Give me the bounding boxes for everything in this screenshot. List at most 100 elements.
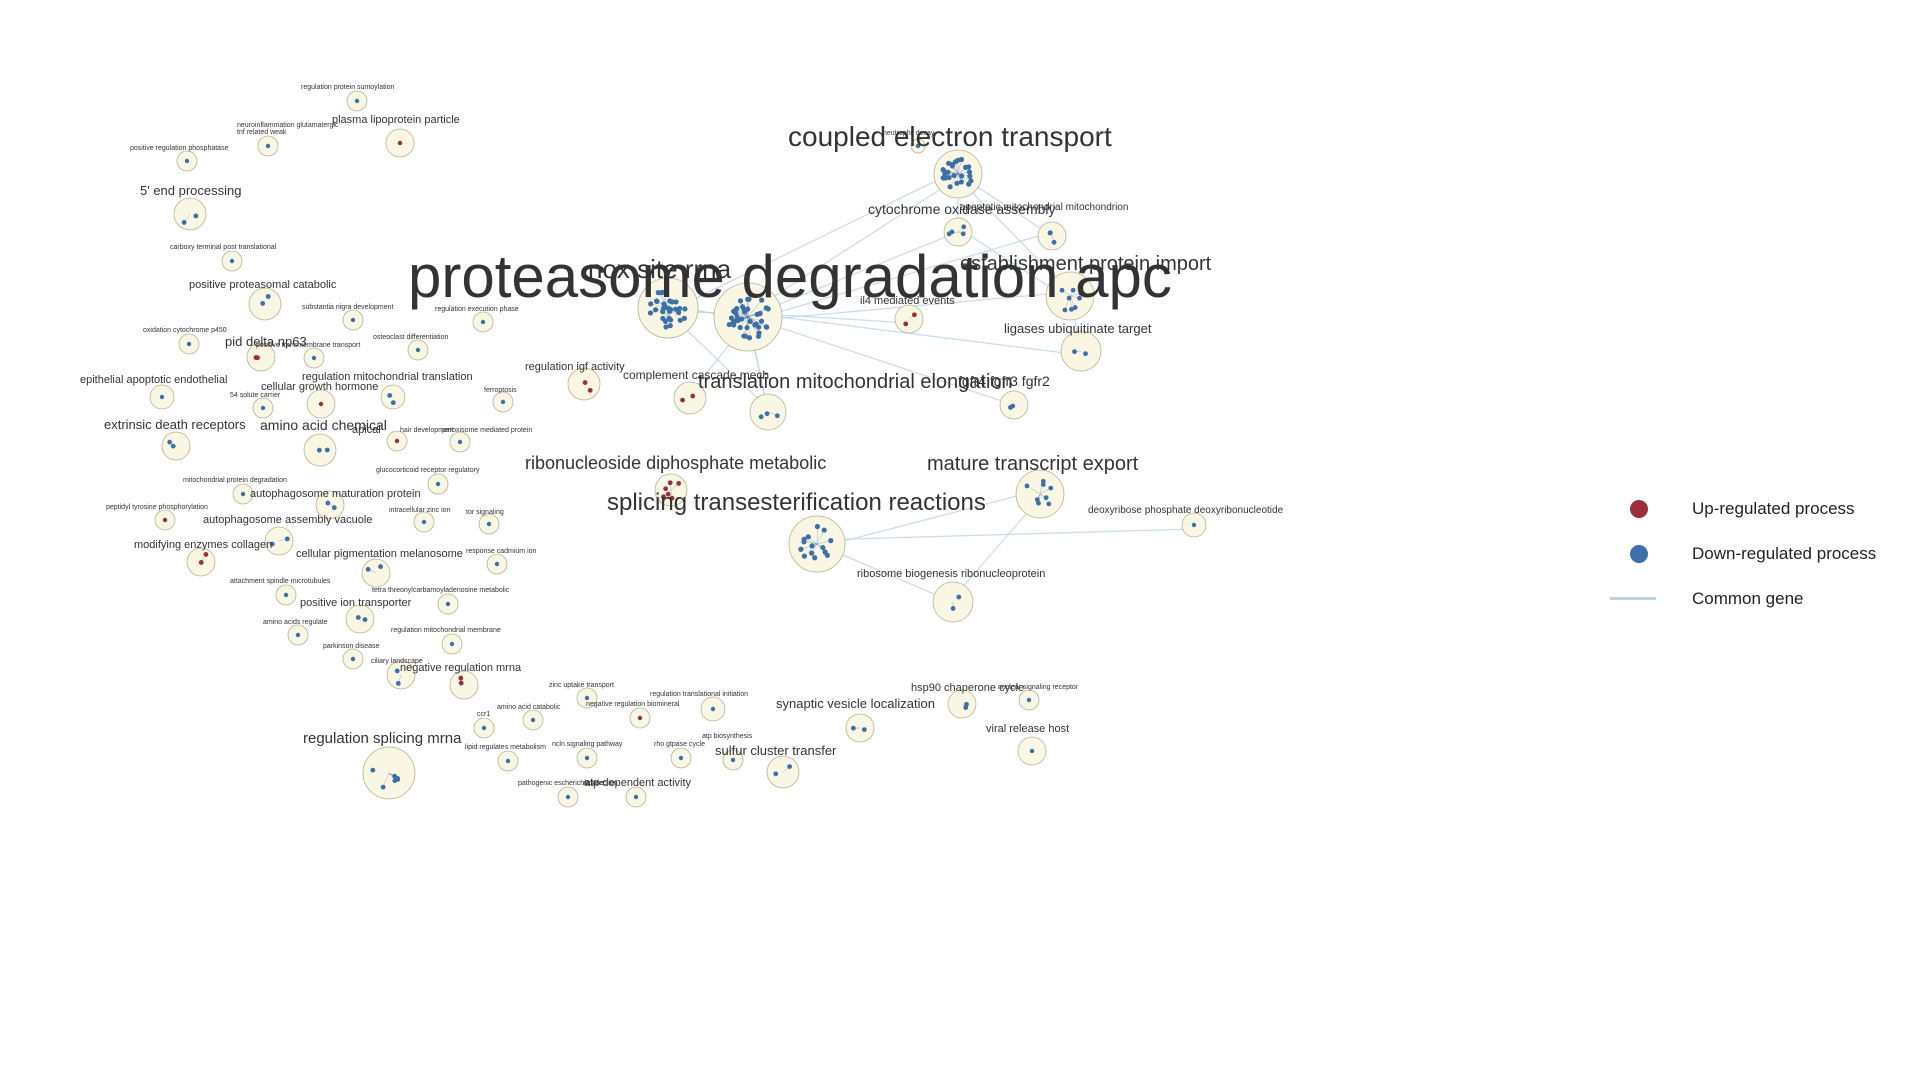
process-cluster-plasma-lipo[interactable] [385, 128, 415, 158]
process-label-tnf-related: tnf related weak [237, 129, 287, 136]
process-cluster-pos-ion[interactable] [345, 604, 375, 634]
process-label-atpase: atpase [583, 780, 604, 787]
process-cluster-ferroptosis[interactable] [492, 391, 514, 413]
process-cluster-establishment[interactable] [1045, 271, 1095, 321]
process-cluster-attachment-spindle[interactable] [275, 584, 297, 606]
down-regulated-gene-node [915, 143, 921, 149]
process-label-amino-acid-catab: amino acid catabolic [497, 704, 561, 711]
process-cluster-tetra-threonyl[interactable] [437, 593, 459, 615]
process-cluster-translation-mito[interactable] [749, 393, 787, 431]
process-cluster-neg-reg-mrna[interactable] [449, 670, 479, 700]
process-cluster-cellular-pigment[interactable] [361, 558, 391, 588]
process-cluster-autophagosome-vac[interactable] [264, 526, 294, 556]
down-regulated-gene-node [354, 98, 360, 104]
process-cluster-neg-reg-biomineral[interactable] [629, 707, 651, 729]
process-cluster-apoptotic-mito[interactable] [1037, 221, 1067, 251]
process-cluster-viral-release[interactable] [1017, 736, 1047, 766]
process-cluster-hsp90[interactable] [947, 689, 977, 719]
process-cluster-lipid-metab[interactable] [497, 750, 519, 772]
process-cluster-five-end[interactable] [173, 197, 207, 231]
process-cluster-zinc-uptake[interactable] [576, 687, 598, 709]
process-cluster-proteasome[interactable] [713, 282, 783, 352]
process-cluster-cellular-growth[interactable] [306, 389, 336, 419]
process-cluster-pathogenic[interactable] [557, 786, 579, 808]
process-cluster-pos-reg-phos[interactable] [176, 150, 198, 172]
down-regulated-gene-node [661, 301, 667, 307]
process-cluster-pos-proteasomal[interactable] [248, 287, 282, 321]
process-cluster-peptidyl-tyr[interactable] [154, 509, 176, 531]
process-cluster-reg-transl-init[interactable] [700, 696, 726, 722]
process-cluster-reg-mito-transl[interactable] [380, 384, 406, 410]
process-cluster-epithelial[interactable] [149, 384, 175, 410]
process-cluster-oxidation-cyt[interactable] [178, 333, 200, 355]
process-cluster-ribonucleoside[interactable] [654, 473, 688, 507]
process-cluster-sulfur[interactable] [766, 755, 800, 789]
process-cluster-extrinsic[interactable] [161, 431, 191, 461]
process-cluster-ccr1[interactable] [473, 717, 495, 739]
process-cluster-splicing-trans[interactable] [788, 515, 846, 573]
process-cluster-autophagosome-mat[interactable] [315, 490, 345, 520]
down-regulated-gene-node [654, 298, 660, 304]
process-cluster-reg-protein-sumo[interactable] [346, 90, 368, 112]
down-regulated-gene-node [737, 298, 744, 304]
process-cluster-response-cadmium[interactable] [486, 553, 508, 575]
process-cluster-ng-receptor[interactable] [1018, 689, 1040, 711]
process-cluster-mito-protein-deg[interactable] [232, 483, 254, 505]
down-regulated-gene-node [1046, 501, 1052, 507]
process-cluster-fgfr[interactable] [999, 390, 1029, 420]
process-cluster-pid-delta[interactable] [246, 342, 276, 372]
process-cluster-carboxy[interactable] [221, 250, 243, 272]
down-regulated-gene-node [757, 310, 763, 317]
process-cluster-complement[interactable] [673, 381, 707, 415]
up-regulated-gene-node [198, 560, 204, 565]
process-cluster-synaptic[interactable] [845, 713, 875, 743]
process-cluster-ncln[interactable] [576, 747, 598, 769]
down-regulated-gene-node [421, 519, 427, 525]
process-cluster-reg-mito-membrane[interactable] [441, 633, 463, 655]
down-regulated-gene-node [295, 632, 301, 638]
down-regulated-gene-node [365, 566, 371, 572]
process-label-deoxyribose: deoxyribose phosphate deoxyribonucleotid… [1088, 505, 1284, 516]
process-cluster-substantia[interactable] [342, 309, 364, 331]
process-cluster-nox[interactable] [637, 277, 699, 339]
process-cluster-mature[interactable] [1015, 469, 1065, 519]
process-label-response-cadmium: response cadmium ion [466, 548, 537, 555]
down-regulated-gene-node [742, 333, 749, 339]
process-cluster-amino-acid-catab[interactable] [522, 709, 544, 731]
up-regulated-gene-node [661, 494, 666, 500]
process-cluster-modifying-enz[interactable] [186, 547, 216, 577]
process-cluster-solute-carrier[interactable] [252, 397, 274, 419]
process-cluster-ciliary[interactable] [386, 660, 416, 690]
process-cluster-peroxisome[interactable] [449, 431, 471, 453]
process-cluster-tor-signaling[interactable] [478, 513, 500, 535]
process-cluster-neuroinflam[interactable] [257, 135, 279, 157]
process-cluster-pos-transmembrane[interactable] [303, 347, 325, 369]
process-cluster-atp-dependent[interactable] [625, 786, 647, 808]
process-cluster-glucocorticoid[interactable] [427, 473, 449, 495]
process-cluster-osteoclast[interactable] [407, 339, 429, 361]
process-cluster-reg-igf[interactable] [567, 367, 601, 401]
process-cluster-parkinson[interactable] [342, 648, 364, 670]
process-cluster-amino-acid-chem[interactable] [303, 433, 337, 467]
process-cluster-rho-gtpase[interactable] [670, 747, 692, 769]
process-cluster-atp-synthesis[interactable] [722, 749, 744, 771]
process-cluster-reg-execution[interactable] [472, 311, 494, 333]
process-cluster-ribosome-bio[interactable] [932, 581, 974, 623]
process-label-reg-transl-init: regulation translational initiation [650, 691, 748, 698]
process-cluster-coupled[interactable] [933, 149, 983, 199]
process-cluster-cytochrome[interactable] [943, 217, 973, 247]
process-cluster-neutrophil[interactable] [910, 138, 926, 154]
process-cluster-ligases[interactable] [1060, 330, 1102, 372]
process-cluster-reg-splicing-mrna[interactable] [362, 746, 416, 800]
process-label-reg-mito-membrane: regulation mitochondrial membrane [391, 627, 501, 634]
process-cluster-hair-dev[interactable] [386, 430, 408, 452]
process-cluster-deoxyribose[interactable] [1181, 512, 1207, 538]
common-gene-edge [747, 312, 1082, 356]
process-cluster-amino-acids-reg[interactable] [287, 624, 309, 646]
down-regulated-gene-node [1059, 287, 1065, 293]
process-cluster-il4[interactable] [894, 304, 924, 334]
process-cluster-intracellular-zinc[interactable] [413, 511, 435, 533]
process-label-five-end: 5' end processing [140, 183, 242, 198]
legend-item-up: Up-regulated process [1626, 486, 1906, 531]
down-regulated-gene-node [958, 179, 964, 185]
